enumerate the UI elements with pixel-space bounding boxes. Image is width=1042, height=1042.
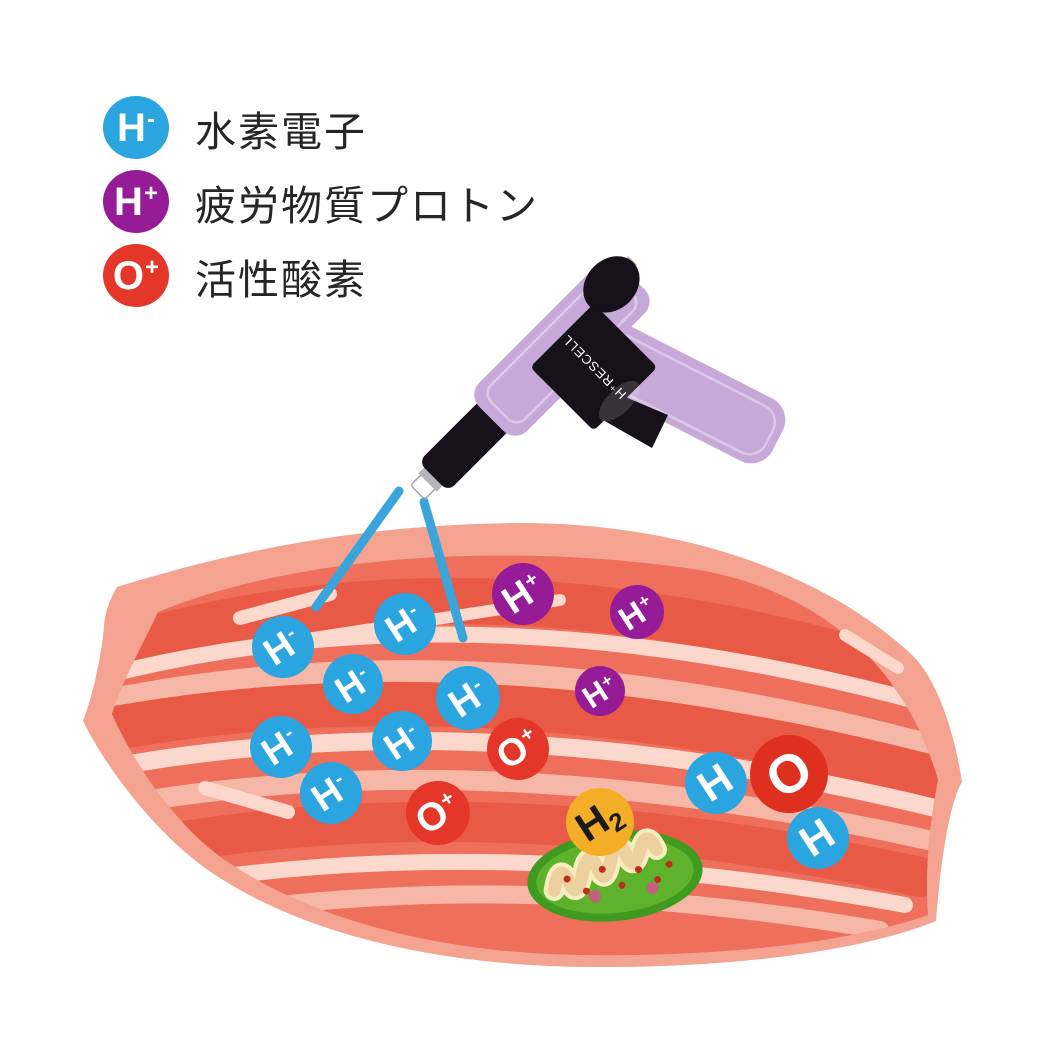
molecule-h-minus: H- — [436, 666, 500, 730]
spray-line-right — [419, 497, 468, 643]
molecule-h-plus: H+ — [610, 585, 664, 639]
legend-item-fatigue-proton: H+ 疲労物質プロトン — [103, 170, 539, 233]
molecule-o-water: O — [750, 735, 828, 813]
device-nozzle — [422, 400, 510, 488]
molecule-o-plus: O+ — [487, 718, 549, 780]
device-knob — [583, 256, 640, 313]
legend-label-active-oxygen: 活性酸素 — [195, 256, 367, 303]
molecule-h-minus: H- — [252, 616, 314, 678]
molecule-h-water: H — [787, 807, 849, 869]
mitochondria-icon — [527, 828, 703, 922]
molecule-h-minus: H- — [250, 716, 312, 778]
molecule-h-plus: H+ — [492, 563, 554, 625]
molecule-h-minus: H- — [323, 654, 383, 714]
spray-line-left — [311, 486, 404, 612]
molecule-h-minus: H- — [300, 762, 362, 824]
molecule-h-plus: H+ — [575, 666, 625, 716]
molecule-h-minus: H- — [374, 593, 436, 655]
legend-item-active-oxygen: O+ 活性酸素 — [103, 244, 539, 307]
h-plus-badge-icon: H+ — [103, 170, 169, 233]
h-minus-badge-icon: H- — [103, 96, 169, 159]
legend-item-hydrogen-electron: H- 水素電子 — [103, 96, 539, 159]
legend: H- 水素電子 H+ 疲労物質プロトン O+ 活性酸素 — [103, 96, 539, 318]
hydrogen-injector-device: H⁺RESCELL — [411, 256, 786, 499]
spray-lines — [311, 486, 468, 643]
mitochondria-granules — [563, 860, 673, 895]
device-screen: H⁺RESCELL — [532, 305, 656, 429]
molecule-h2: H2 — [566, 788, 634, 856]
o-plus-badge-icon: O+ — [103, 244, 169, 307]
molecule-h-water: H — [685, 752, 747, 814]
device-nozzle-collar — [418, 466, 444, 492]
molecule-o-plus: O+ — [406, 781, 470, 845]
molecule-h-minus: H- — [372, 711, 432, 771]
legend-label-hydrogen-electron: 水素電子 — [195, 108, 367, 155]
legend-label-fatigue-proton: 疲労物質プロトン — [195, 182, 539, 229]
